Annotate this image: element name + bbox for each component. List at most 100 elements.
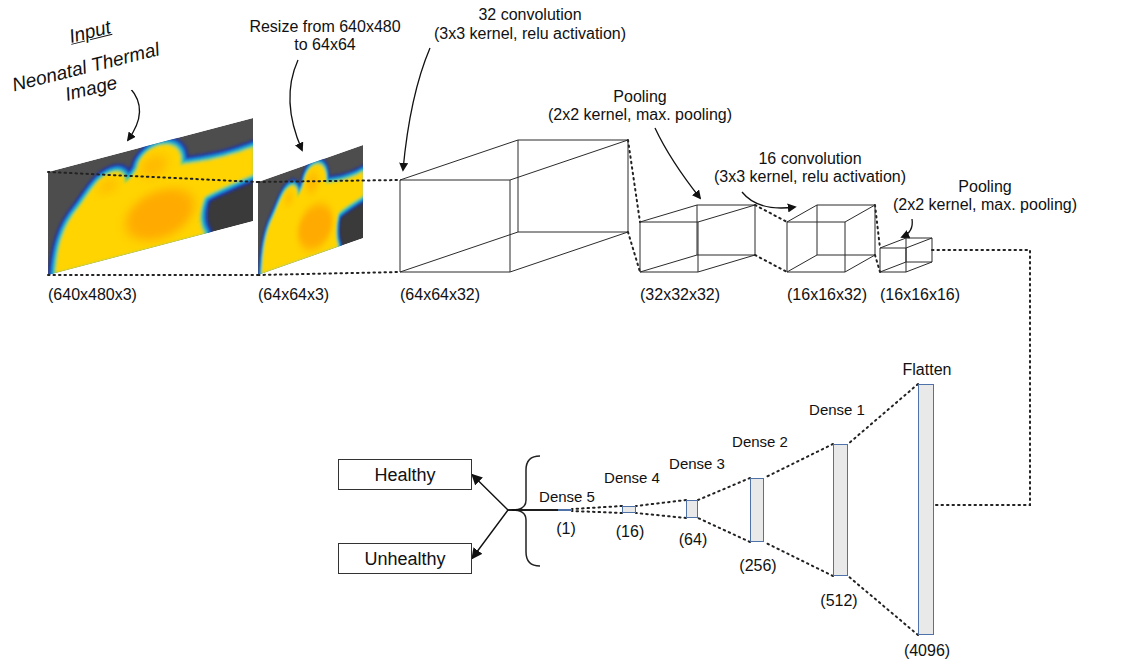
dotted-line	[48, 274, 258, 276]
label-holder: (32x32x32)	[640, 286, 720, 304]
dotted-line	[628, 140, 640, 222]
callout-label: (2x2 kernel, max. pooling)	[548, 106, 732, 124]
dotted-projection	[628, 140, 640, 272]
dotted-line	[572, 511, 622, 513]
dotted-line	[636, 513, 686, 518]
label-holder: (2x2 kernel, max. pooling)	[548, 106, 732, 124]
leader-arrow	[128, 88, 140, 140]
leader-arrow	[655, 128, 700, 198]
class-box: Healthy	[338, 459, 472, 490]
label-holder: (2x2 kernel, max. pooling)	[893, 196, 1077, 214]
dimension-label: (4096)	[904, 642, 950, 660]
input-title: Neonatal Thermal Image	[3, 37, 174, 120]
layer-name: Dense 3	[669, 455, 725, 473]
dotted-line	[755, 255, 787, 272]
label-holder: (512)	[820, 592, 857, 610]
dotted-projection	[572, 506, 622, 513]
feature-map-block: (16x16x16)	[880, 238, 932, 272]
callout-label: (3x3 kernel, relu activation)	[714, 168, 906, 186]
dotted-projection	[848, 384, 918, 635]
leader-arrows	[128, 48, 912, 237]
dotted-line	[636, 500, 686, 506]
dimension-label: (16x16x16)	[880, 286, 960, 304]
block-edges	[640, 205, 755, 272]
dotted-projection	[636, 500, 686, 518]
label-holder: Input	[67, 16, 113, 48]
label-holder: (256)	[739, 557, 776, 575]
dotted-line	[48, 172, 258, 182]
dotted-line	[628, 232, 640, 272]
dotted-line	[755, 205, 787, 222]
thermal-picture	[258, 145, 363, 275]
label-holder: Neonatal Thermal Image	[3, 37, 174, 120]
label-holder: Pooling	[613, 88, 666, 106]
label-holder: Resize from 640x480 to 64x64	[245, 18, 405, 54]
block-outline	[640, 205, 755, 272]
dimension-label: (256)	[739, 557, 776, 575]
layer-name: Dense 1	[809, 401, 865, 419]
dotted-line	[698, 478, 750, 500]
dotted-projection	[875, 205, 880, 272]
dense-layer-bar: Dense 5(1)	[558, 509, 572, 511]
layer-name: Flatten	[903, 361, 952, 379]
dense-layer-bar: Dense 1(512)	[833, 444, 848, 576]
label-holder: Dense 4	[604, 469, 660, 487]
callout-label: Pooling	[958, 178, 1011, 196]
label-holder: (64x64x3)	[258, 286, 329, 304]
label-holder: Dense 1	[809, 401, 865, 419]
dimension-label: (64x64x32)	[400, 286, 480, 304]
callout-label: Pooling	[613, 88, 666, 106]
label-holder: (16x16x32)	[787, 286, 867, 304]
flatten-bar: Flatten(4096)	[918, 384, 934, 635]
label-holder: Dense 5	[539, 488, 595, 506]
label-holder: (1)	[556, 520, 576, 538]
dotted-projection	[48, 172, 258, 275]
dotted-line	[848, 576, 918, 635]
dotted-line	[258, 180, 400, 182]
resized-image: (64x64x3)	[258, 145, 363, 275]
arrow-connector	[472, 510, 558, 559]
block-outline	[400, 140, 628, 272]
label-holder: (16x16x16)	[880, 286, 960, 304]
label-holder: (64x64x32)	[400, 286, 480, 304]
feature-map-block: (32x32x32)	[640, 205, 755, 272]
label-holder: Pooling	[958, 178, 1011, 196]
leader-arrow	[403, 48, 430, 170]
dotted-line	[875, 255, 880, 272]
dotted-projection	[755, 205, 787, 272]
dotted-line	[875, 205, 880, 248]
dense-layer-bar: Dense 4(16)	[622, 506, 636, 513]
block-outline	[787, 205, 875, 272]
callout-label: 16 convolution	[758, 150, 861, 168]
dimension-label: (512)	[820, 592, 857, 610]
dimension-label: (1)	[556, 520, 576, 538]
dimension-label: (64)	[679, 531, 707, 549]
callout-label: 32 convolution	[478, 6, 581, 24]
label-holder: Flatten	[903, 361, 952, 379]
label-holder: 16 convolution	[758, 150, 861, 168]
dense-layer-bar: Dense 2(256)	[750, 478, 764, 542]
callout-label: (3x3 kernel, relu activation)	[434, 25, 626, 43]
dimension-label: (32x32x32)	[640, 286, 720, 304]
label-holder: Dense 2	[732, 433, 788, 451]
dimension-label: (16)	[616, 523, 644, 541]
thermal-image: (640x480x3)	[48, 118, 253, 275]
dense-layer-bar: Dense 3(64)	[686, 500, 698, 518]
callout-label: Resize from 640x480 to 64x64	[245, 18, 405, 54]
leader-arrow	[902, 219, 912, 237]
callout-label: (2x2 kernel, max. pooling)	[893, 196, 1077, 214]
block-outline	[880, 238, 932, 272]
block-edges	[400, 140, 628, 272]
block-edges	[787, 205, 875, 272]
layer-name: Dense 4	[604, 469, 660, 487]
input-title: Input	[67, 16, 113, 48]
dimension-label: (64x64x3)	[258, 286, 329, 304]
thermal-picture	[48, 118, 253, 275]
class-label: Unhealthy	[364, 548, 445, 570]
label-holder: 32 convolution	[478, 6, 581, 24]
label-holder: Dense 3	[669, 455, 725, 473]
feature-map-block: (64x64x32)	[400, 140, 628, 272]
label-holder: (640x480x3)	[48, 286, 137, 304]
label-holder: (4096)	[904, 642, 950, 660]
